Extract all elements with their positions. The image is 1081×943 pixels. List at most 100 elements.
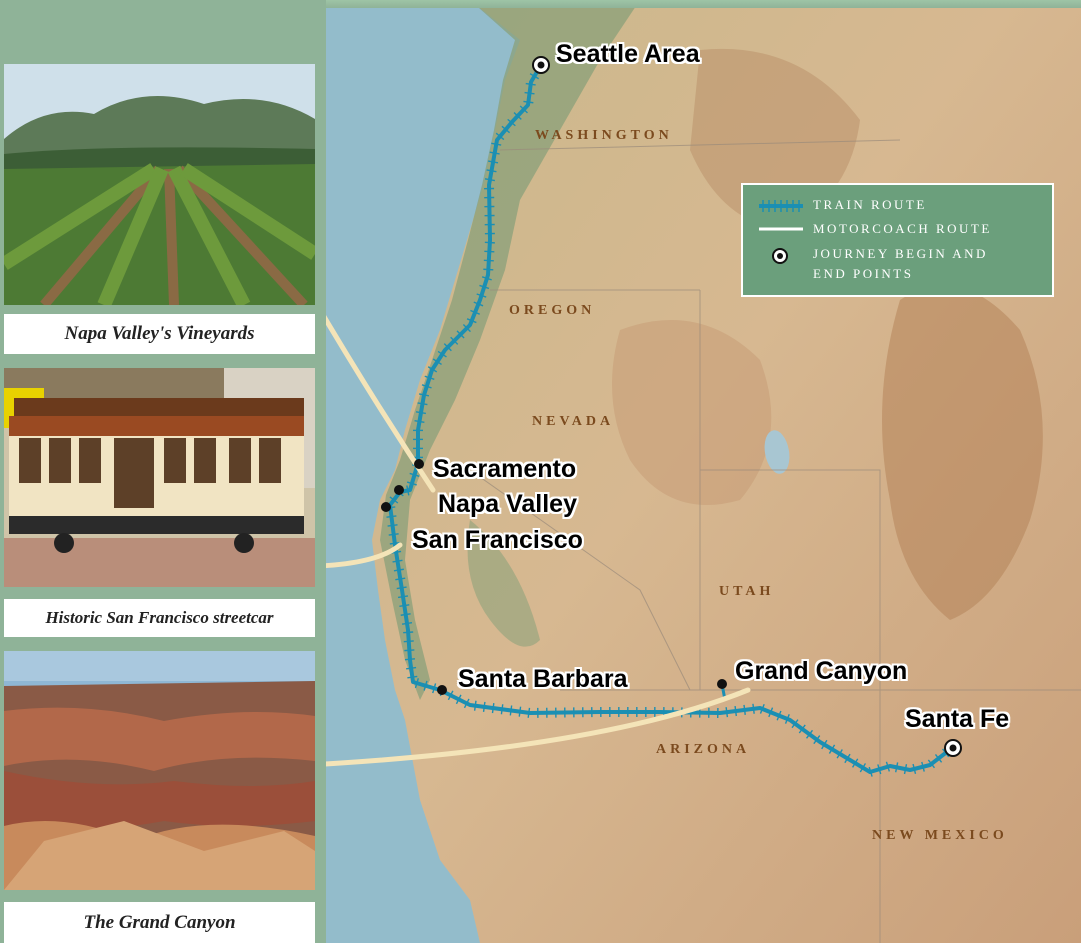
grand-canyon-caption: The Grand Canyon — [4, 902, 315, 943]
route-tick — [404, 658, 415, 661]
route-tick — [489, 151, 500, 155]
santa-barbara-dot — [437, 685, 447, 695]
route-tick — [427, 366, 438, 373]
route-tick — [455, 694, 462, 705]
route-tick — [501, 125, 511, 134]
route-tick — [421, 384, 432, 389]
san-francisco-dot — [381, 502, 391, 512]
route-tick — [507, 118, 516, 127]
route-tick — [868, 766, 873, 777]
route-tick — [396, 586, 407, 590]
legend-journey-label-1: JOURNEY BEGIN AND — [813, 246, 988, 261]
route-tick — [481, 276, 492, 281]
route-tick — [821, 739, 828, 750]
stop-markers — [381, 459, 727, 695]
route-tick — [734, 705, 738, 717]
route-tick — [456, 330, 465, 339]
streetcar-photo — [4, 368, 315, 587]
route-tick — [784, 714, 790, 724]
route-tick — [473, 700, 477, 711]
legend-motorcoach-label: MOTORCOACH ROUTE — [813, 221, 992, 236]
route-tick — [450, 336, 459, 345]
route-tick — [776, 710, 782, 721]
route-tick — [725, 707, 729, 718]
great-salt-lake — [764, 430, 790, 474]
motorcoach-route-legend-icon — [759, 227, 803, 231]
grand-canyon-dot — [717, 679, 727, 689]
journey-markers — [532, 56, 962, 757]
route-tick — [484, 250, 495, 253]
route-tick — [424, 375, 435, 380]
route-tick — [414, 678, 419, 689]
route-tick — [903, 764, 908, 775]
route-tick — [406, 481, 417, 486]
route-tick — [877, 764, 882, 775]
city-label-napa: Napa Valley — [438, 490, 577, 518]
route-tick — [836, 749, 843, 759]
route-tick — [484, 241, 495, 244]
route-tick — [486, 169, 497, 173]
route-tick — [432, 358, 442, 366]
top-band — [326, 0, 1081, 8]
route-tick — [397, 595, 409, 599]
route-tick — [463, 698, 470, 709]
grand-canyon-photo — [4, 651, 315, 890]
route-tick — [386, 515, 397, 518]
route-tick — [473, 301, 484, 307]
route-tick — [403, 631, 414, 634]
route-tick — [447, 690, 454, 701]
route-tick — [399, 604, 410, 608]
route-tick — [491, 142, 502, 146]
route-tick — [844, 753, 851, 764]
route-tick — [524, 91, 535, 95]
route-tick — [392, 559, 403, 563]
route-tick — [409, 472, 420, 477]
route-tick — [389, 496, 399, 504]
route-tick — [415, 411, 427, 415]
route-tick — [527, 707, 531, 718]
city-label-seattle: Seattle Area — [556, 40, 700, 68]
route-tick — [432, 683, 437, 694]
legend-train-label: TRAIN ROUTE — [813, 197, 927, 212]
route-tick — [470, 309, 480, 315]
route-tick — [759, 704, 765, 714]
route-tick — [491, 703, 495, 714]
route-tick — [813, 735, 821, 745]
route-tick — [388, 533, 399, 536]
route-tick — [484, 178, 495, 182]
route-tick — [495, 132, 505, 141]
city-label-san-francisco: San Francisco — [412, 526, 583, 554]
state-label-utah: UTAH — [719, 584, 775, 599]
route-tick — [752, 703, 755, 714]
route-tick — [851, 758, 859, 768]
route-tick — [885, 761, 890, 772]
route-tick — [483, 259, 494, 262]
route-tick — [387, 524, 398, 527]
legend-journey-label-2: END POINTS — [813, 266, 914, 281]
route-tick — [791, 719, 799, 729]
route-tick — [743, 704, 746, 715]
route-tick — [768, 707, 774, 718]
napa-dot — [394, 485, 404, 495]
state-label-new-mexico: NEW MEXICO — [872, 828, 1008, 843]
map-legend: TRAIN ROUTE MOTORCOACH ROUTE JOURNEY BEG… — [741, 183, 1054, 297]
route-tick — [476, 293, 487, 298]
streetcar-caption: Historic San Francisco streetcar — [4, 599, 315, 637]
route-tick — [912, 763, 917, 774]
state-label-nevada: NEVADA — [532, 414, 615, 429]
route-tick — [418, 393, 430, 397]
state-borders — [469, 139, 1081, 943]
state-label-arizona: ARIZONA — [656, 742, 751, 757]
route-tick — [400, 613, 411, 616]
route-tick — [483, 268, 494, 271]
state-label-oregon: OREGON — [509, 303, 596, 318]
sacramento-dot — [414, 459, 424, 469]
journey-endpoint-legend-icon — [772, 248, 788, 264]
route-tick — [525, 82, 536, 86]
route-tick — [805, 729, 814, 739]
route-tick — [414, 419, 425, 424]
route-tick — [407, 675, 418, 679]
route-tick — [523, 100, 534, 104]
route-tick — [509, 705, 513, 716]
state-label-washington: WASHINGTON — [535, 128, 673, 143]
